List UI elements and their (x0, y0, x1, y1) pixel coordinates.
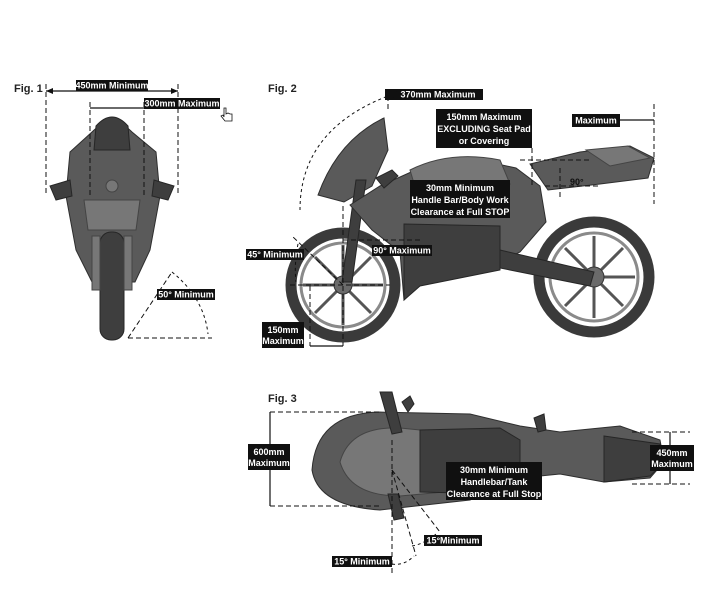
fig2-370-arc (299, 95, 389, 211)
fig3-450-maximum-label: 450mm Maximum (650, 445, 694, 471)
svg-text:150mm Maximum: 150mm Maximum (446, 112, 521, 122)
fig3-motorcycle-top (311, 391, 665, 521)
hand-pointer-icon (220, 107, 233, 122)
fig3-top-view: Fig. 3 600mm Maximum 450mm Maxi (248, 391, 694, 576)
fig3-tank-clearance-label: 30mm Minimum Handlebar/Tank Clearance at… (446, 462, 542, 500)
fig3-15-minimum-label-a: 15° Minimum (332, 556, 392, 567)
fig2-45-minimum-label: 45° Minimum (246, 249, 304, 260)
fig3-15-minimum-label-b: 15°Minimum (424, 535, 482, 546)
svg-text:Maximum: Maximum (575, 116, 617, 126)
svg-text:50° Minimum: 50° Minimum (158, 290, 214, 300)
svg-text:Handlebar/Tank: Handlebar/Tank (461, 477, 529, 487)
svg-text:15°Minimum: 15°Minimum (426, 536, 479, 546)
svg-text:EXCLUDING Seat Pad: EXCLUDING Seat Pad (437, 124, 531, 134)
svg-text:150mm: 150mm (267, 325, 298, 335)
fig2-overhang-150-label: 150mm Maximum (262, 322, 304, 348)
fig2-seat-150-label: 150mm Maximum EXCLUDING Seat Pad or Cove… (436, 109, 532, 148)
svg-text:370mm Maximum: 370mm Maximum (400, 90, 475, 100)
fig2-motorcycle-side (285, 117, 655, 343)
fig1-450-minimum-label: 450mm Minimum (75, 80, 149, 91)
fig2-90-maximum-label: 90° Maximum (372, 245, 432, 256)
fig2-title: Fig. 2 (268, 83, 297, 95)
fig2-90-seat-label: 90° (570, 177, 584, 187)
fig2-tail-maximum-label: Maximum (572, 114, 620, 127)
fig2-side-view: Fig. 2 (246, 83, 655, 348)
svg-text:Maximum: Maximum (262, 336, 304, 346)
fig1-front-view: Fig. 1 450mm Minimum 300mm M (14, 80, 233, 341)
svg-text:15° Minimum: 15° Minimum (334, 557, 390, 567)
svg-text:450mm Minimum: 450mm Minimum (75, 81, 148, 91)
fig1-title: Fig. 1 (14, 83, 43, 95)
svg-text:Maximum: Maximum (651, 459, 693, 469)
svg-text:30mm Minimum: 30mm Minimum (460, 465, 528, 475)
svg-text:Handle Bar/Body Work: Handle Bar/Body Work (411, 195, 509, 205)
fig1-300-maximum-label: 300mm Maximum (144, 98, 220, 109)
fig2-370-maximum-label: 370mm Maximum (385, 89, 483, 100)
svg-text:45° Minimum: 45° Minimum (247, 250, 303, 260)
svg-text:Clearance at Full STOP: Clearance at Full STOP (411, 207, 510, 217)
fig1-motorcycle-front (49, 116, 175, 341)
fig3-600-maximum-label: 600mm Maximum (248, 444, 290, 470)
svg-text:or Covering: or Covering (459, 136, 510, 146)
svg-text:30mm Minimum: 30mm Minimum (426, 183, 494, 193)
fig3-title: Fig. 3 (268, 393, 297, 405)
svg-text:90° Maximum: 90° Maximum (373, 246, 431, 256)
svg-text:450mm: 450mm (656, 448, 687, 458)
svg-text:Maximum: Maximum (248, 458, 290, 468)
fig1-50-minimum-label: 50° Minimum (157, 289, 215, 300)
svg-text:600mm: 600mm (253, 447, 284, 457)
svg-text:Clearance at Full Stop: Clearance at Full Stop (447, 489, 542, 499)
svg-text:300mm Maximum: 300mm Maximum (144, 99, 219, 109)
fig2-clearance-label: 30mm Minimum Handle Bar/Body Work Cleara… (410, 180, 510, 218)
